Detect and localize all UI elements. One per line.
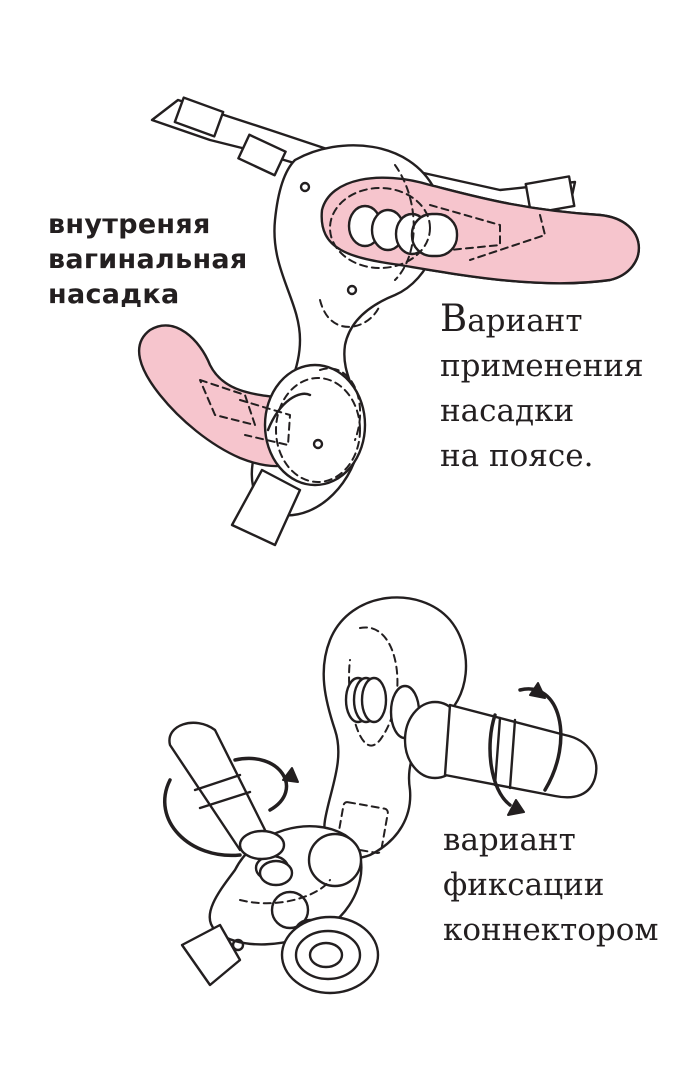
- inner-attachment-line-2: вагинальная: [48, 244, 248, 275]
- connector-caption-line-2: фиксации: [443, 867, 605, 903]
- connector-caption: вариант фиксации коннектором: [443, 818, 659, 953]
- belt-caption-line-2: применения: [440, 348, 644, 384]
- connector-ridges-top: [347, 204, 459, 258]
- inner-attachment-line-3: насадка: [48, 279, 180, 310]
- strap-buckle-left: [173, 96, 225, 138]
- belt-caption-first-rest: ариант: [467, 303, 583, 339]
- connector-bottom-figure: [163, 596, 598, 995]
- suction-cup: [280, 915, 380, 995]
- belt-caption-initial: В: [440, 297, 468, 340]
- plug-left: [168, 721, 267, 852]
- strap-buckle-left-2: [237, 133, 287, 177]
- belt-caption-line-3: насадки: [440, 393, 575, 429]
- harness-top-figure: [137, 96, 640, 547]
- plug-right: [443, 703, 598, 799]
- inner-attachment-line-1: внутреняя: [48, 209, 211, 240]
- connector-caption-line-3: коннектором: [443, 912, 659, 948]
- rotation-arrow-left: [233, 756, 289, 812]
- external-dildo-overlap: [320, 176, 640, 285]
- thread-upper: [344, 676, 421, 740]
- strap-lower: [230, 468, 302, 547]
- belt-caption: Вариант применения насадки на поясе.: [440, 296, 644, 479]
- connector-caption-line-1: вариант: [443, 822, 576, 858]
- lower-plate: [263, 363, 367, 487]
- inner-attachment-label: внутреняя вагинальная насадка: [48, 207, 248, 312]
- belt-caption-line-1: Вариант: [440, 296, 644, 344]
- belt-caption-line-4: на поясе.: [440, 438, 594, 474]
